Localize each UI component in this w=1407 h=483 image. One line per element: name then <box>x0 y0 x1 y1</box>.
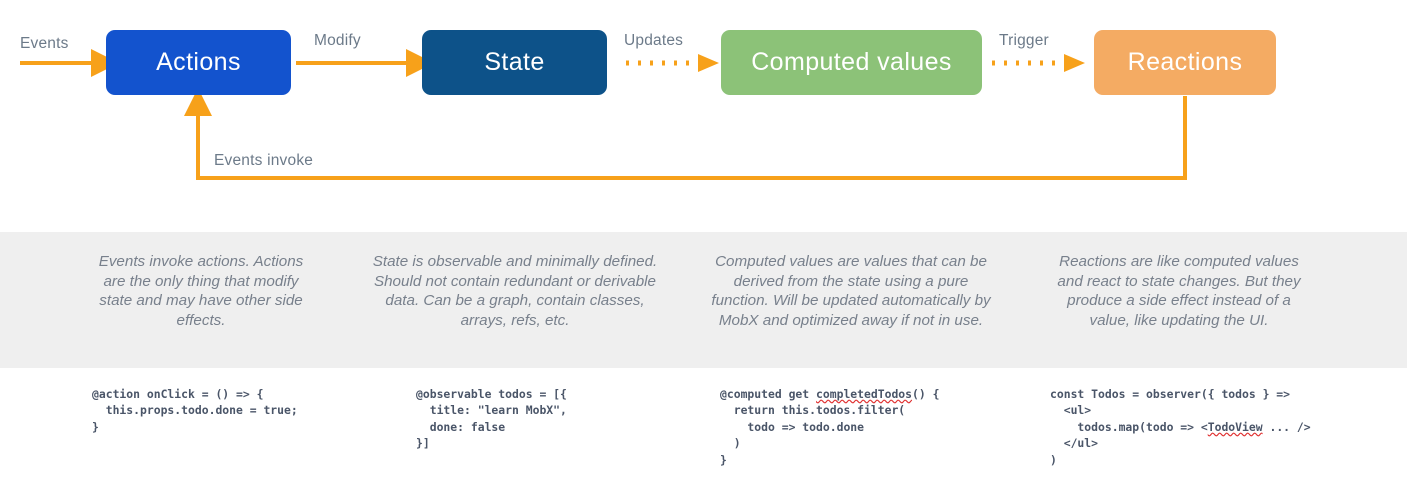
code-line: ) <box>720 435 939 451</box>
flow-arrows <box>20 49 1187 180</box>
code-text: () { <box>912 387 940 401</box>
node-actions-label: Actions <box>156 48 241 76</box>
code-line: @action onClick = () => { <box>92 386 298 402</box>
edge-label-updates: Updates <box>624 32 684 49</box>
node-computed-values-label: Computed values <box>751 48 952 76</box>
description-computed-values: Computed values are values that can be d… <box>711 253 991 329</box>
description-reactions: Reactions are like computed values and r… <box>1057 253 1301 329</box>
code-text: done: false <box>416 419 506 434</box>
edge-label-events: Events <box>20 35 69 52</box>
code-computed-values: @computed get completedTodos() { return … <box>720 386 939 468</box>
arrowhead-trigger <box>1064 54 1085 72</box>
spellcheck-underline: completedTodos <box>816 387 913 401</box>
code-text: title: "learn MobX", <box>416 403 567 418</box>
code-text: <ul> <box>1050 403 1092 418</box>
code-text: todos.map(todo => < <box>1050 419 1208 434</box>
code-line: } <box>92 419 298 435</box>
arrowhead-updates <box>698 54 719 72</box>
code-line: @computed get completedTodos() { <box>720 386 939 402</box>
node-computed-values[interactable]: Computed values <box>721 30 982 95</box>
code-line: this.props.todo.done = true; <box>92 402 298 418</box>
code-line: todos.map(todo => <TodoView ... /> <box>1050 419 1311 435</box>
code-text: return this.todos.filter( <box>720 403 906 418</box>
arrow-events-invoke <box>184 88 1187 180</box>
edge-label-modify: Modify <box>314 32 361 49</box>
spellcheck-underline: TodoView <box>1207 419 1263 434</box>
code-text: @observable todos = [{ <box>416 387 567 401</box>
node-actions[interactable]: Actions <box>106 30 291 95</box>
description-state: State is observable and minimally define… <box>372 253 658 329</box>
edge-label-trigger: Trigger <box>999 32 1049 49</box>
node-state-label: State <box>484 48 545 76</box>
code-text: todo => todo.done <box>720 419 865 434</box>
code-line: </ul> <box>1050 435 1311 451</box>
description-band: Events invoke actions. Actions are the o… <box>0 232 1407 368</box>
description-actions: Events invoke actions. Actions are the o… <box>98 253 304 329</box>
edge-label-events-invoke: Events invoke <box>214 152 314 169</box>
flow-diagram: Actions State Computed values Reactions … <box>0 0 1407 232</box>
code-line: todo => todo.done <box>720 419 939 435</box>
code-line: } <box>720 452 939 468</box>
node-reactions[interactable]: Reactions <box>1094 30 1276 95</box>
code-band: @action onClick = () => { this.props.tod… <box>0 368 1407 483</box>
code-text: @computed get <box>720 387 817 401</box>
code-text: @action onClick = () => { <box>92 387 264 401</box>
code-text: ... /> <box>1262 419 1311 434</box>
code-text: ) <box>1050 452 1057 467</box>
code-text: this.props.todo.done = true; <box>92 403 298 418</box>
code-state: @observable todos = [{ title: "learn Mob… <box>416 386 567 452</box>
code-line: }] <box>416 435 567 451</box>
node-reactions-label: Reactions <box>1127 48 1243 76</box>
code-text: const Todos = observer({ todos } => <box>1050 387 1291 401</box>
code-line: ) <box>1050 452 1311 468</box>
code-line: done: false <box>416 419 567 435</box>
code-line: @observable todos = [{ <box>416 386 567 402</box>
code-line: return this.todos.filter( <box>720 402 939 418</box>
code-text: </ul> <box>1050 436 1099 451</box>
node-state[interactable]: State <box>422 30 607 95</box>
code-line: <ul> <box>1050 402 1311 418</box>
code-line: title: "learn MobX", <box>416 402 567 418</box>
code-text: }] <box>416 436 430 451</box>
code-reactions: const Todos = observer({ todos } => <ul>… <box>1050 386 1311 468</box>
code-text: ) <box>720 436 741 451</box>
code-line: const Todos = observer({ todos } => <box>1050 386 1311 402</box>
code-actions: @action onClick = () => { this.props.tod… <box>92 386 298 435</box>
code-text: } <box>720 452 727 467</box>
code-text: } <box>92 419 99 434</box>
